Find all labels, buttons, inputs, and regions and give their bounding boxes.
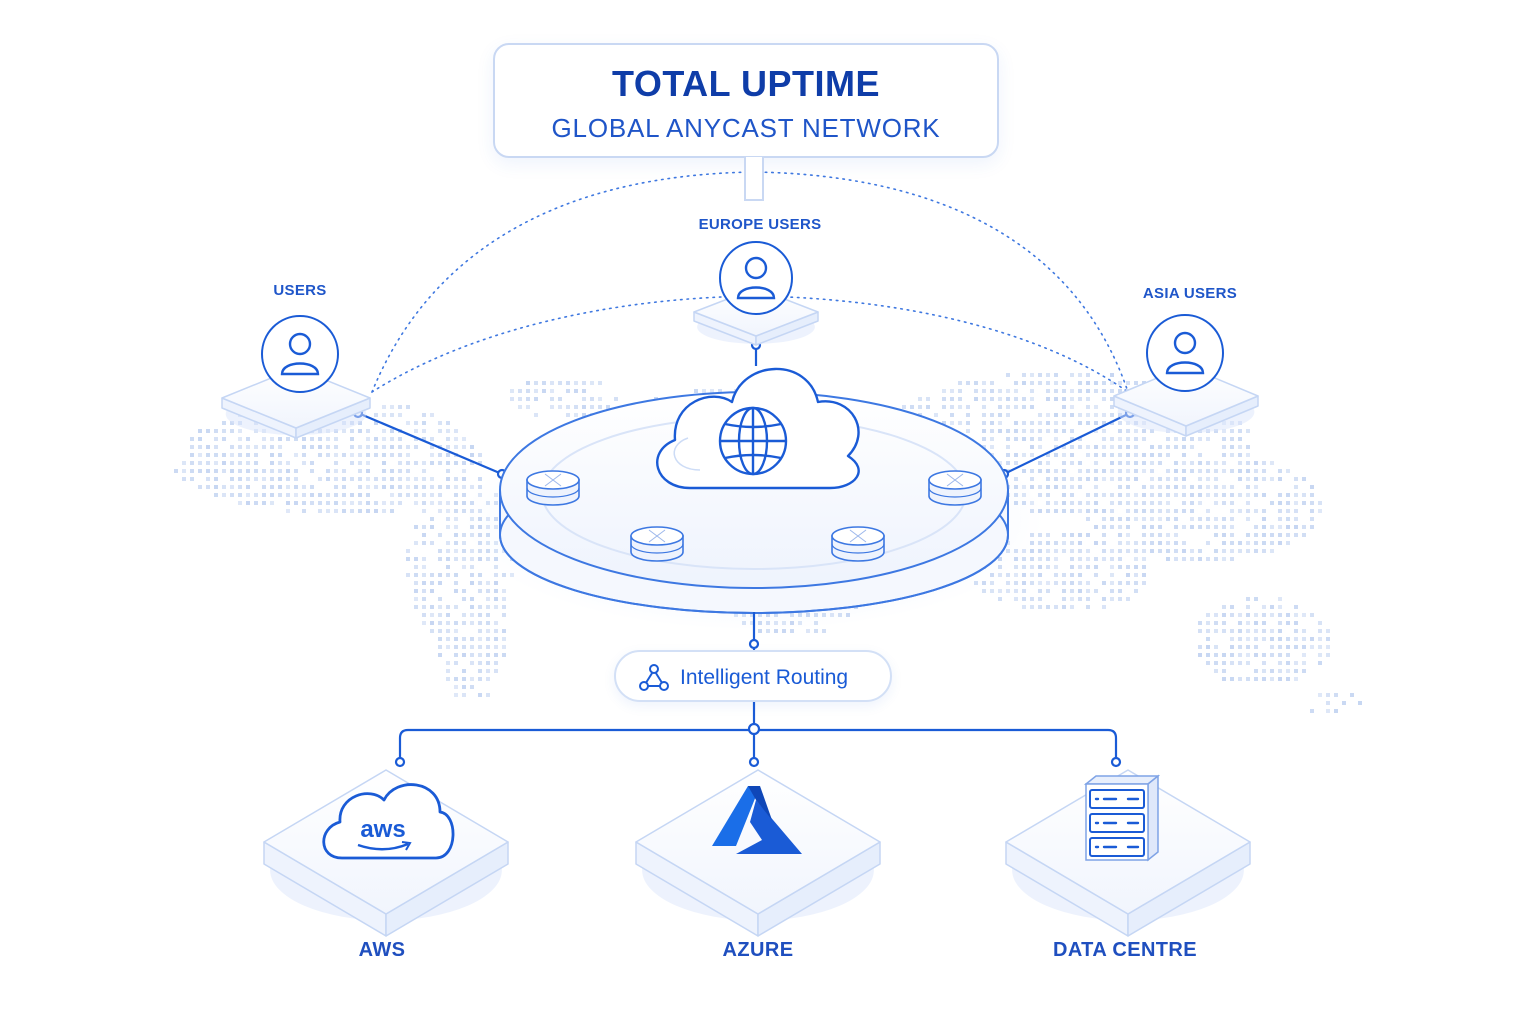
user-icon bbox=[280, 332, 320, 376]
users-label: USERS bbox=[273, 282, 327, 299]
intelligent-routing-label: Intelligent Routing bbox=[680, 666, 849, 689]
users-avatar[interactable] bbox=[258, 314, 342, 398]
europe-users-label: EUROPE USERS bbox=[698, 216, 822, 233]
users-tile bbox=[221, 367, 371, 439]
title-card-stem bbox=[744, 157, 764, 201]
routing-connectors bbox=[394, 612, 1122, 768]
database-icon bbox=[630, 526, 684, 562]
asia-users-tile bbox=[1113, 365, 1259, 437]
globe-icon bbox=[718, 406, 788, 476]
cloud-icon bbox=[656, 367, 860, 490]
database-icon bbox=[831, 526, 885, 562]
aws-label: AWS bbox=[358, 939, 406, 961]
database-icon bbox=[526, 470, 580, 506]
user-icon bbox=[736, 256, 776, 300]
aws-logo-text: aws bbox=[360, 816, 405, 843]
azure-logo-icon bbox=[712, 786, 802, 854]
data-centre-label: DATA CENTRE bbox=[1052, 939, 1198, 961]
intelligent-routing-pill[interactable]: Intelligent Routing bbox=[614, 650, 892, 702]
europe-users-avatar[interactable] bbox=[714, 238, 798, 322]
database-nodes bbox=[526, 470, 982, 562]
azure-label: AZURE bbox=[722, 939, 794, 961]
database-icon bbox=[928, 470, 982, 506]
asia-users-label: ASIA USERS bbox=[1142, 285, 1238, 302]
asia-users-avatar[interactable] bbox=[1143, 311, 1227, 395]
user-icon bbox=[1165, 331, 1205, 375]
azure-tile bbox=[635, 769, 881, 937]
server-rack-icon bbox=[1083, 774, 1161, 862]
network-icon bbox=[639, 664, 669, 691]
title-main: TOTAL UPTIME bbox=[611, 63, 880, 104]
user-tiles bbox=[221, 287, 1259, 439]
title-subtitle: GLOBAL ANYCAST NETWORK bbox=[551, 113, 941, 143]
title-card: TOTAL UPTIME GLOBAL ANYCAST NETWORK bbox=[493, 43, 999, 158]
aws-logo-icon: aws bbox=[322, 783, 455, 860]
